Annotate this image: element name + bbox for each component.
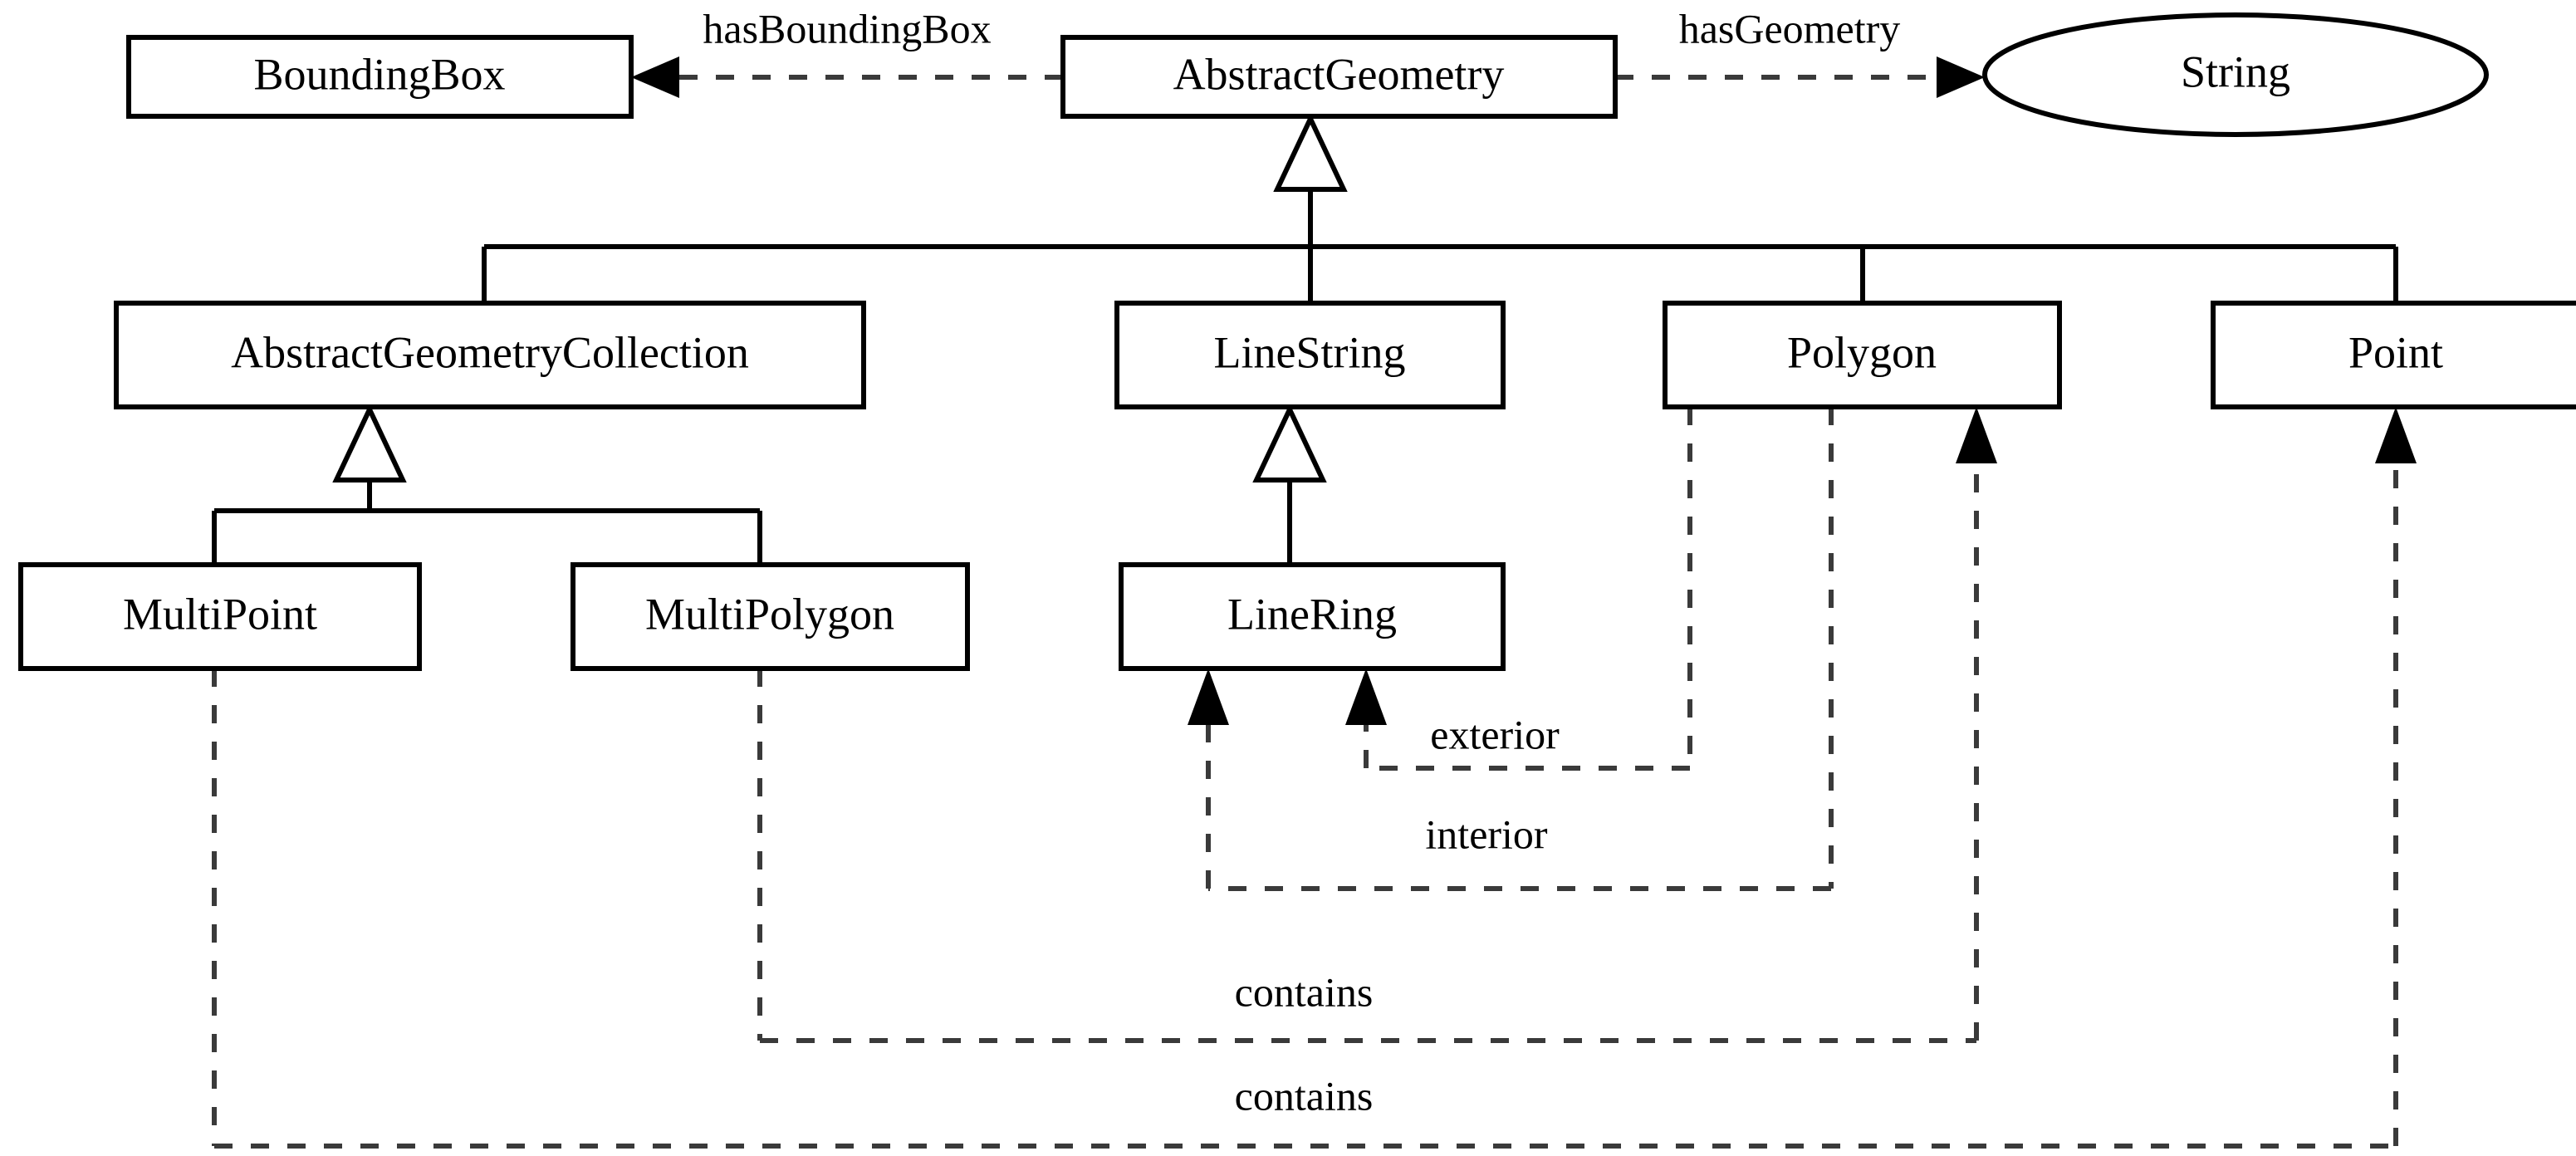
- edge-contains-point-arrowhead: [2375, 407, 2417, 463]
- node-linering[interactable]: LineRing: [1119, 562, 1506, 671]
- node-polygon-shape[interactable]: [1663, 301, 2062, 409]
- node-linestring[interactable]: LineString: [1114, 301, 1506, 409]
- node-multipoint-label: MultiPoint: [123, 589, 317, 639]
- node-string-shape[interactable]: [1982, 12, 2489, 137]
- generalization-linering-linestring: [1252, 403, 1327, 565]
- node-point[interactable]: Point: [2211, 301, 2576, 409]
- node-boundingbox-label: BoundingBox: [253, 49, 505, 99]
- node-linering-shape[interactable]: [1119, 562, 1506, 671]
- node-linestring-shape[interactable]: [1114, 301, 1506, 409]
- node-abstractgeometry-label: AbstractGeometry: [1173, 49, 1505, 99]
- node-polygon[interactable]: Polygon: [1663, 301, 2062, 409]
- node-multipoint[interactable]: MultiPoint: [18, 562, 422, 671]
- node-linering-label: LineRing: [1227, 589, 1397, 639]
- generalization-bus-abstractgeometrycollection: [212, 403, 762, 565]
- edge-exterior-arrowhead: [1345, 669, 1387, 725]
- edge-label-hasBoundingBox: hasBoundingBox: [703, 5, 991, 51]
- node-abstractgeometrycollection-shape[interactable]: [114, 301, 866, 409]
- node-multipolygon-shape[interactable]: [571, 562, 970, 671]
- node-abstractgeometry[interactable]: AbstractGeometry: [1060, 35, 1618, 119]
- edge-label-interior: interior: [1425, 811, 1548, 857]
- generalization-bus-abstractgeometry: [482, 112, 2398, 303]
- edge-interior: interior: [1188, 407, 1834, 891]
- node-abstractgeometrycollection-label: AbstractGeometryCollection: [231, 327, 749, 377]
- edge-hasBoundingBox-arrowhead: [631, 56, 679, 98]
- edge-hasGeometry: hasGeometry: [1615, 5, 1985, 98]
- edge-hasGeometry-arrowhead: [1937, 56, 1985, 98]
- gen-triangle-abstractgeometry: [1273, 112, 1348, 192]
- node-multipoint-shape[interactable]: [18, 562, 422, 671]
- node-string-label: String: [2181, 47, 2290, 96]
- node-abstractgeometrycollection[interactable]: AbstractGeometryCollection: [114, 301, 866, 409]
- edge-label-contains-polygon: contains: [1235, 968, 1374, 1015]
- edge-exterior: exterior: [1345, 407, 1692, 771]
- edge-label-contains-point: contains: [1235, 1072, 1374, 1119]
- node-boundingbox[interactable]: BoundingBox: [126, 35, 634, 119]
- node-abstractgeometry-shape[interactable]: [1060, 35, 1618, 119]
- node-multipolygon[interactable]: MultiPolygon: [571, 562, 970, 671]
- node-polygon-label: Polygon: [1787, 327, 1937, 377]
- node-linestring-label: LineString: [1214, 327, 1406, 377]
- edge-contains-point: contains: [212, 407, 2417, 1149]
- node-boundingbox-shape[interactable]: [126, 35, 634, 119]
- node-string[interactable]: String: [1982, 12, 2489, 137]
- node-point-shape[interactable]: [2211, 301, 2576, 409]
- gen-triangle-linestring: [1252, 403, 1327, 482]
- edge-label-hasGeometry: hasGeometry: [1679, 5, 1901, 51]
- node-point-label: Point: [2348, 327, 2443, 377]
- edge-contains-polygon-arrowhead: [1956, 407, 1997, 463]
- edge-hasBoundingBox: hasBoundingBox: [631, 5, 1063, 98]
- edge-interior-arrowhead: [1188, 669, 1229, 725]
- edge-label-exterior: exterior: [1430, 711, 1560, 757]
- gen-triangle-abstractgeometrycollection: [332, 403, 407, 482]
- node-multipolygon-label: MultiPolygon: [645, 589, 894, 639]
- edge-contains-polygon: contains: [757, 407, 1997, 1043]
